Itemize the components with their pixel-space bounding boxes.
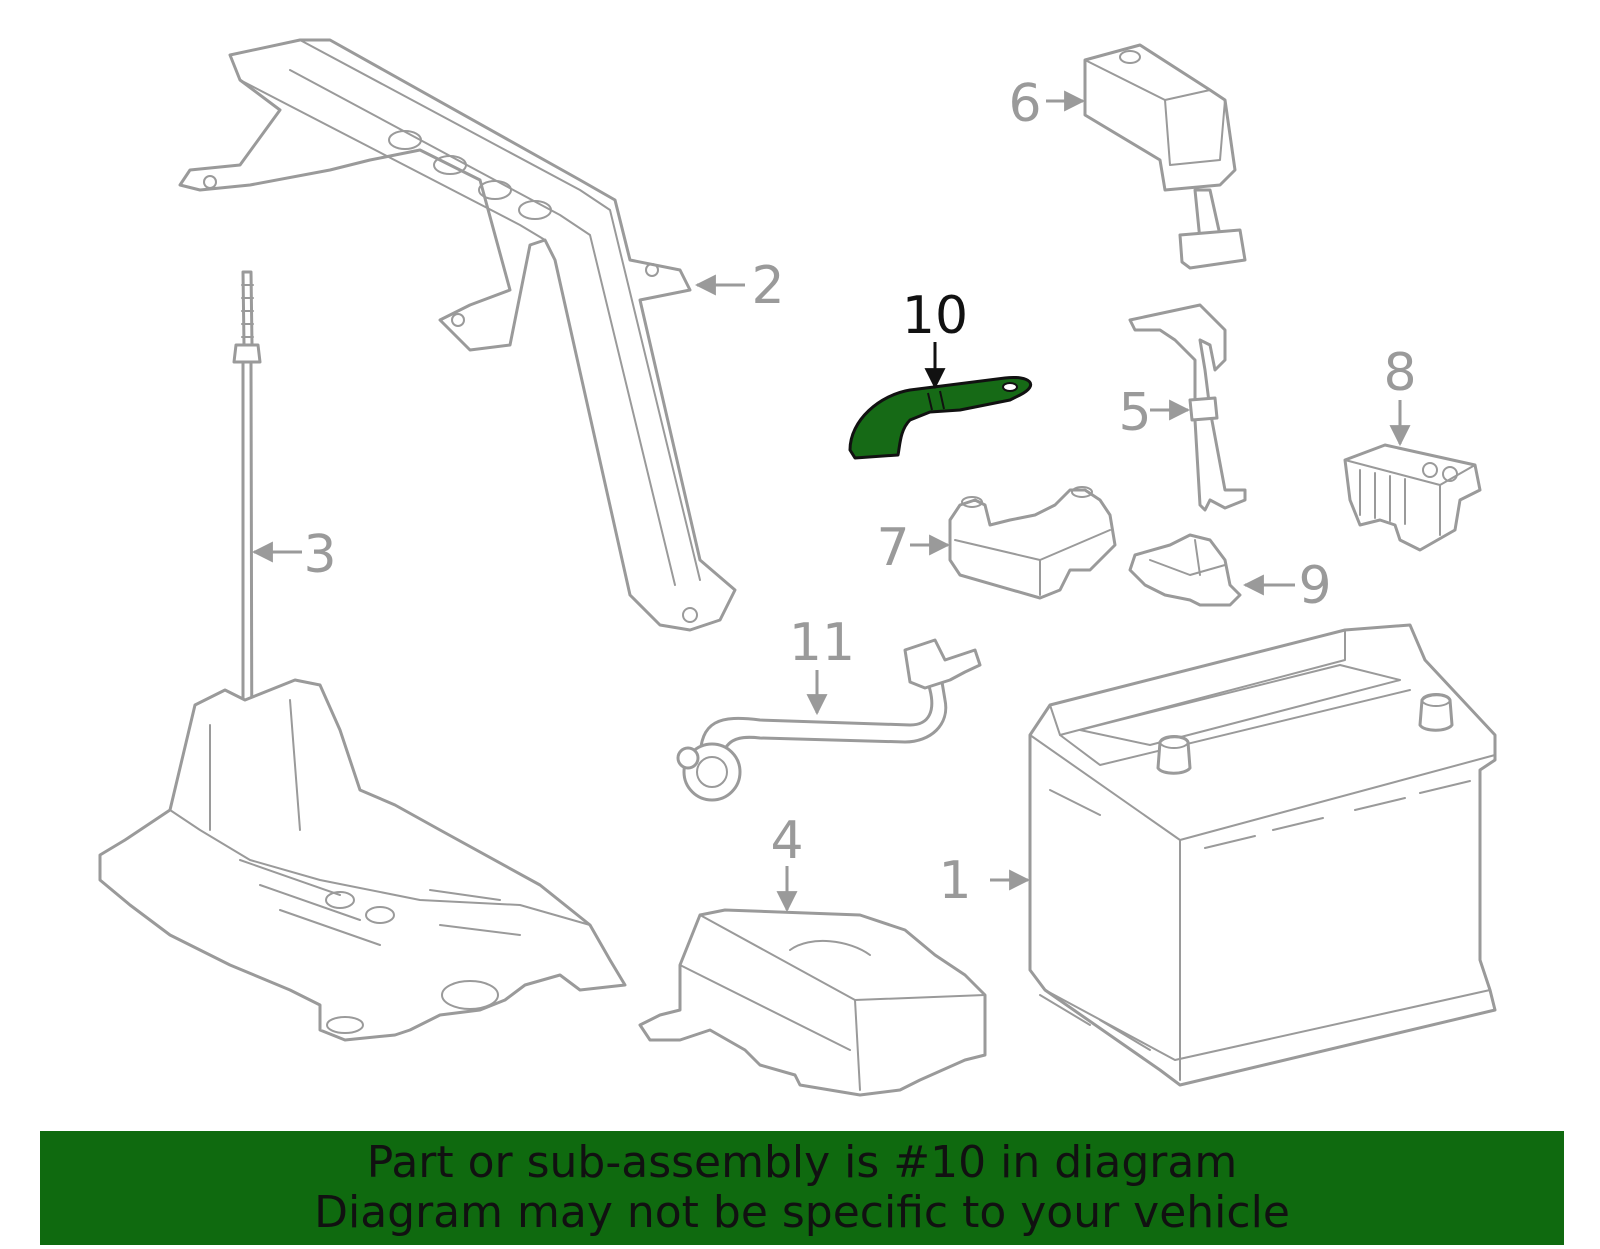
part-8-fuse-block bbox=[1343, 443, 1482, 552]
callout-2: 2 bbox=[751, 256, 784, 316]
callout-10: 10 bbox=[902, 286, 968, 346]
part-5-strap bbox=[1128, 303, 1247, 512]
callout-4: 4 bbox=[770, 811, 803, 871]
callout-5: 5 bbox=[1118, 383, 1151, 443]
part-9-clamp bbox=[1128, 533, 1242, 607]
banner-line-disclaimer: Diagram may not be specific to your vehi… bbox=[314, 1187, 1290, 1238]
callout-3: 3 bbox=[303, 525, 336, 585]
callout-7: 7 bbox=[876, 518, 909, 578]
part-10-cable-highlighted bbox=[848, 375, 1033, 460]
part-2-bracket bbox=[178, 38, 737, 632]
part-6-cover bbox=[1083, 43, 1247, 270]
part-1-battery bbox=[1028, 623, 1497, 1087]
parts-diagram: 1 2 3 4 5 6 7 8 9 10 11 bbox=[98, 38, 1497, 1097]
part-4-holder bbox=[638, 908, 987, 1097]
callout-1: 1 bbox=[938, 851, 971, 911]
callout-9: 9 bbox=[1298, 556, 1331, 616]
banner-line-part: Part or sub-assembly is #10 in diagram bbox=[366, 1137, 1238, 1188]
callout-6: 6 bbox=[1008, 74, 1041, 134]
part-7-terminal bbox=[948, 486, 1117, 600]
callout-8: 8 bbox=[1383, 343, 1416, 403]
info-banner: Part or sub-assembly is #10 in diagram D… bbox=[40, 1131, 1564, 1245]
part-11-cable bbox=[676, 638, 982, 802]
tray-base bbox=[98, 678, 627, 1042]
callout-11: 11 bbox=[789, 613, 855, 673]
